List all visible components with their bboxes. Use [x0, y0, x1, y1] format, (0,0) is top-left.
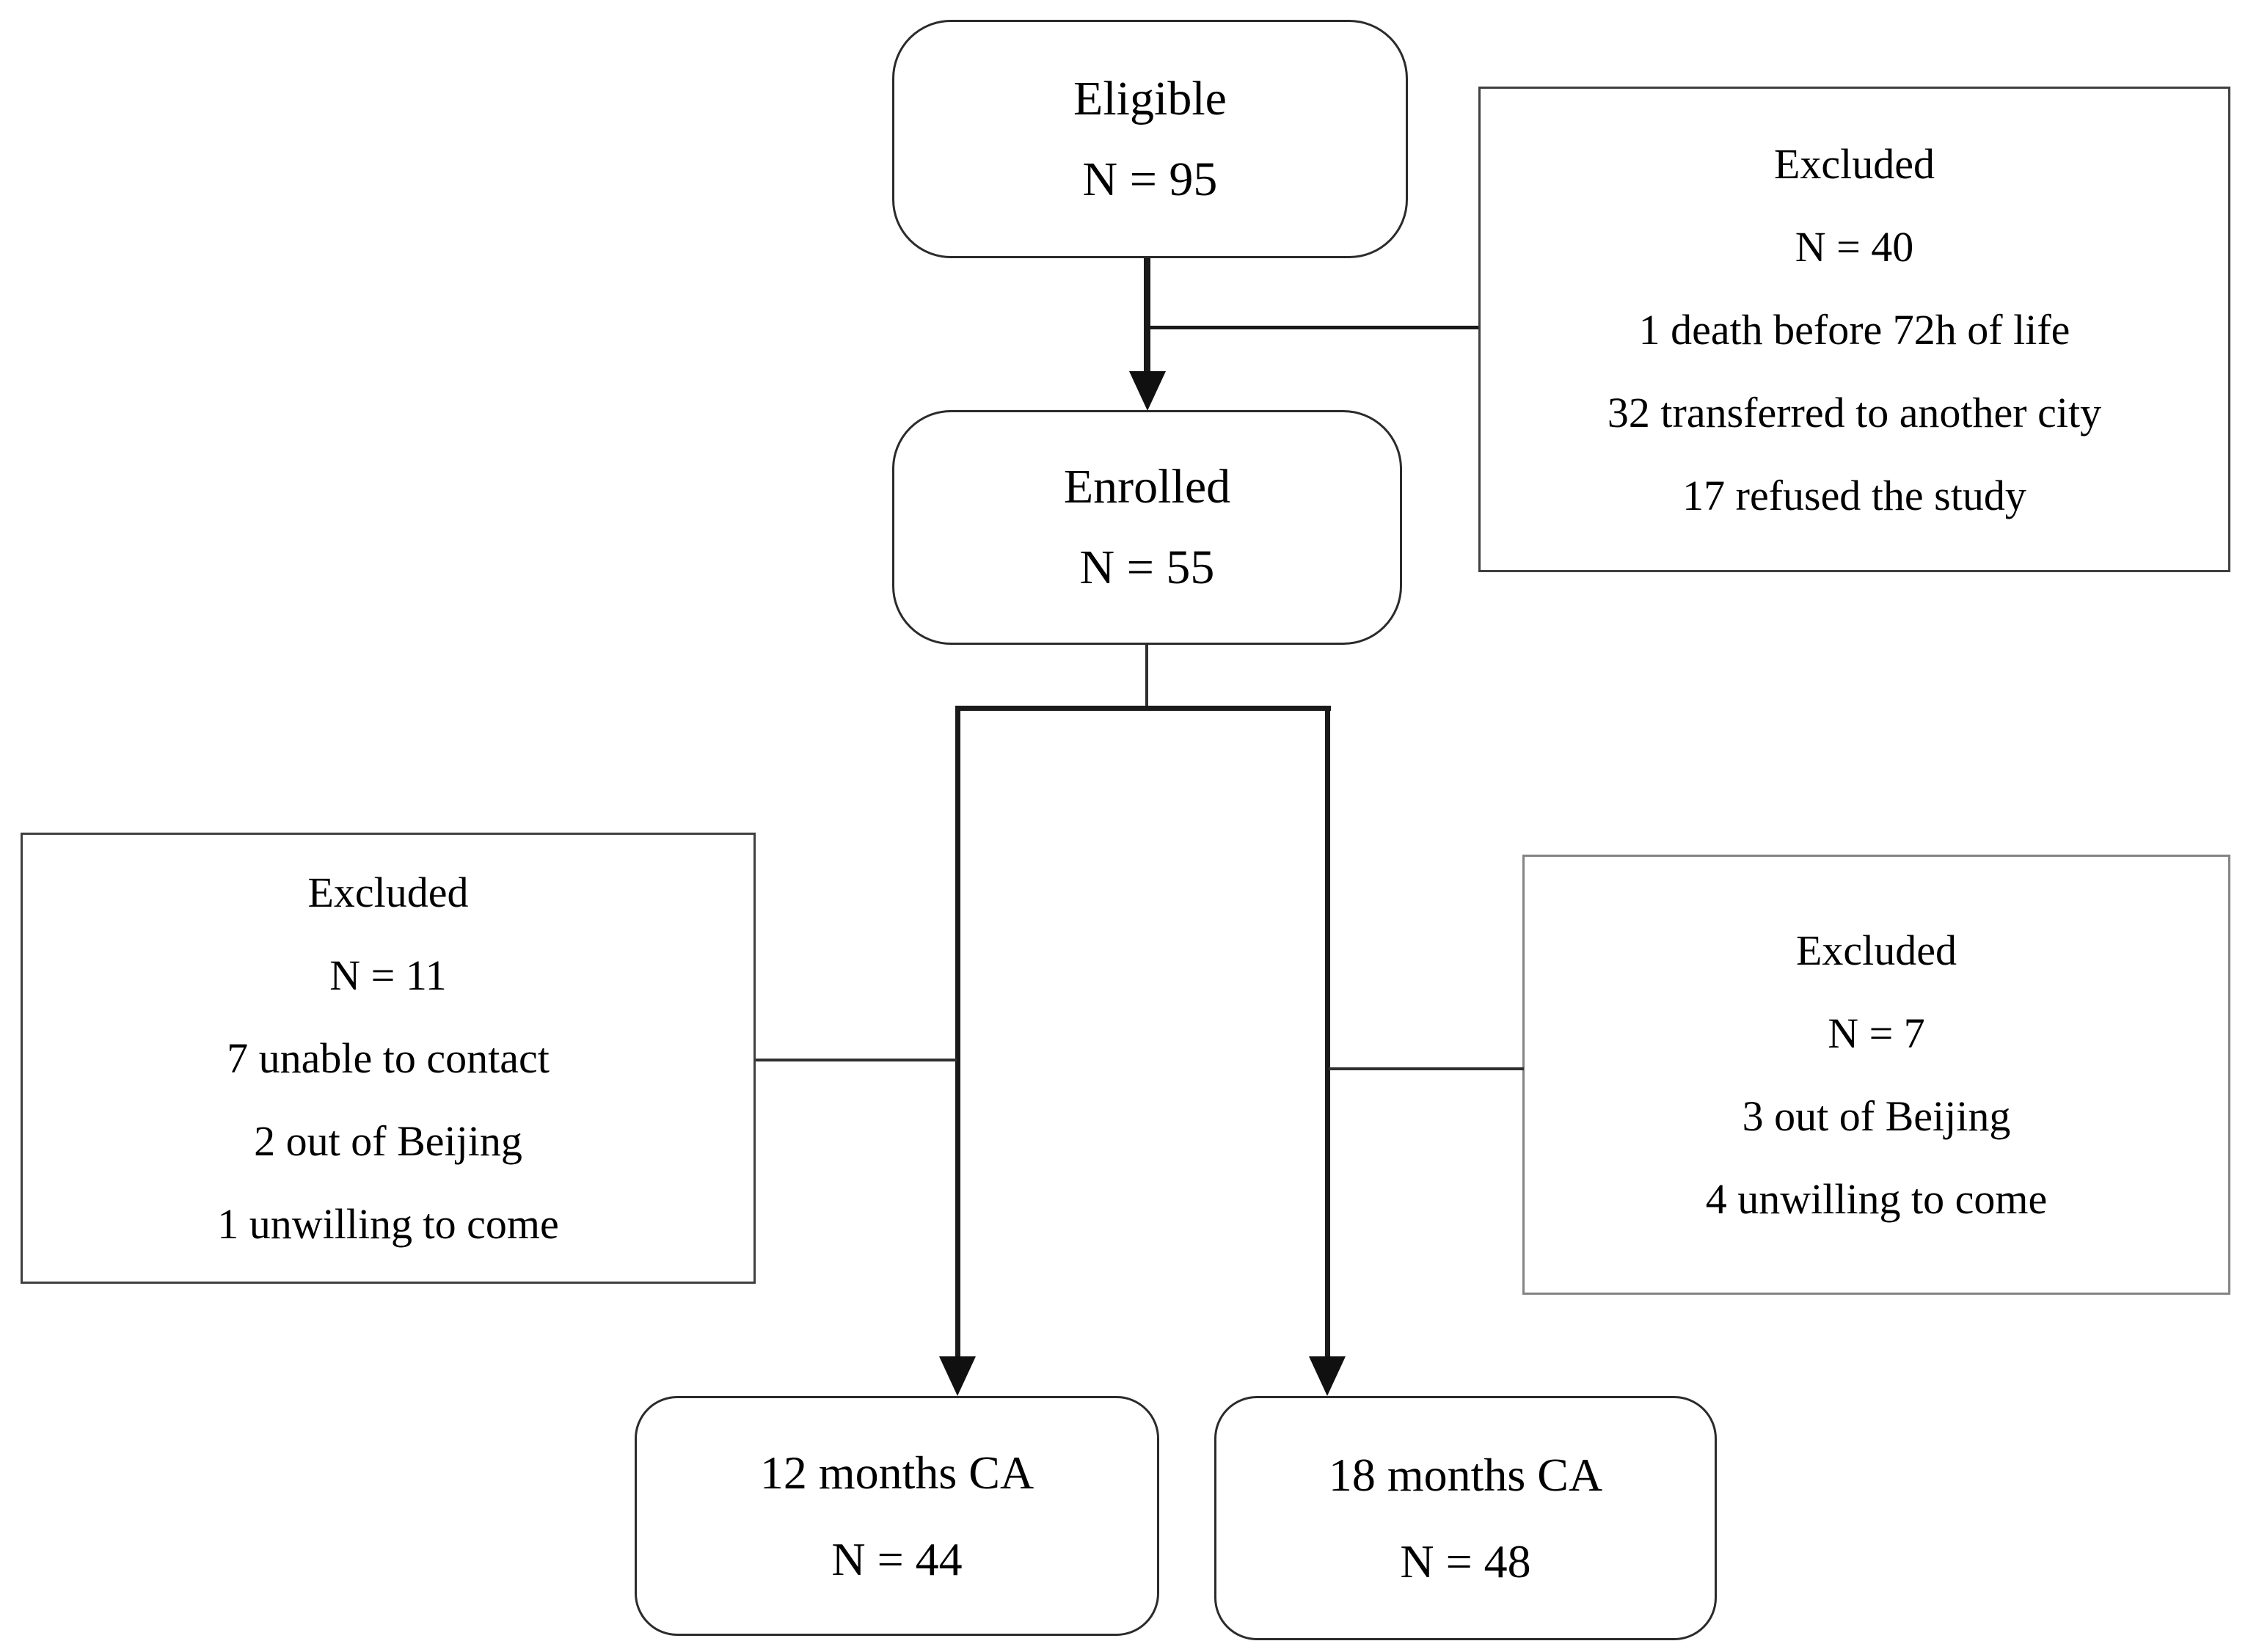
enrolled-title: Enrolled [1063, 460, 1231, 513]
excluded-12m-item: 1 unwilling to come [217, 1200, 559, 1248]
excluded-12m-item: 2 out of Beijing [254, 1117, 522, 1165]
left-branch-arrow [955, 706, 960, 1358]
excluded-initial-item: 1 death before 72h of life [1638, 305, 2070, 354]
excluded-18m-title: Excluded [1795, 926, 1957, 974]
eligible-n: N = 95 [1082, 152, 1218, 206]
excluded-initial-item: 32 transferred to another city [1607, 388, 2102, 436]
excluded-initial-n: N = 40 [1795, 222, 1914, 271]
split-bar-line [955, 706, 1331, 711]
excluded-12m-item: 7 unable to contact [227, 1034, 550, 1082]
outcome-18m-box: 18 months CA N = 48 [1214, 1396, 1717, 1640]
excluded-12m-n: N = 11 [329, 951, 447, 999]
outcome-12m-box: 12 months CA N = 44 [635, 1396, 1159, 1636]
excluded-12m-title: Excluded [307, 869, 469, 916]
excluded-18m-item: 3 out of Beijing [1742, 1092, 2011, 1140]
excluded-initial-box: Excluded N = 40 1 death before 72h of li… [1478, 87, 2230, 572]
connector-excluded-initial [1147, 326, 1478, 329]
excluded-initial-title: Excluded [1773, 139, 1935, 188]
outcome-18m-n: N = 48 [1400, 1535, 1531, 1587]
eligible-title: Eligible [1073, 71, 1227, 125]
arrowhead-down-icon [1309, 1356, 1346, 1396]
enrolled-n: N = 55 [1079, 541, 1215, 594]
excluded-12m-box: Excluded N = 11 7 unable to contact 2 ou… [21, 833, 756, 1284]
excluded-18m-box: Excluded N = 7 3 out of Beijing 4 unwill… [1522, 855, 2230, 1295]
outcome-12m-n: N = 44 [831, 1532, 963, 1585]
excluded-18m-n: N = 7 [1828, 1009, 1925, 1057]
outcome-12m-title: 12 months CA [759, 1446, 1034, 1499]
connector-excluded-12m [756, 1059, 957, 1061]
enrolled-stub-line [1145, 645, 1148, 709]
enrolled-box: Enrolled N = 55 [892, 410, 1402, 645]
connector-excluded-18m [1329, 1067, 1524, 1070]
eligible-to-enrolled-arrow [1144, 258, 1150, 376]
right-branch-arrow [1325, 706, 1330, 1358]
outcome-18m-title: 18 months CA [1328, 1448, 1603, 1501]
arrowhead-down-icon [1129, 371, 1166, 411]
excluded-initial-item: 17 refused the study [1682, 471, 2026, 519]
arrowhead-down-icon [939, 1356, 976, 1396]
eligible-box: Eligible N = 95 [892, 20, 1408, 258]
excluded-18m-item: 4 unwilling to come [1705, 1175, 2048, 1223]
